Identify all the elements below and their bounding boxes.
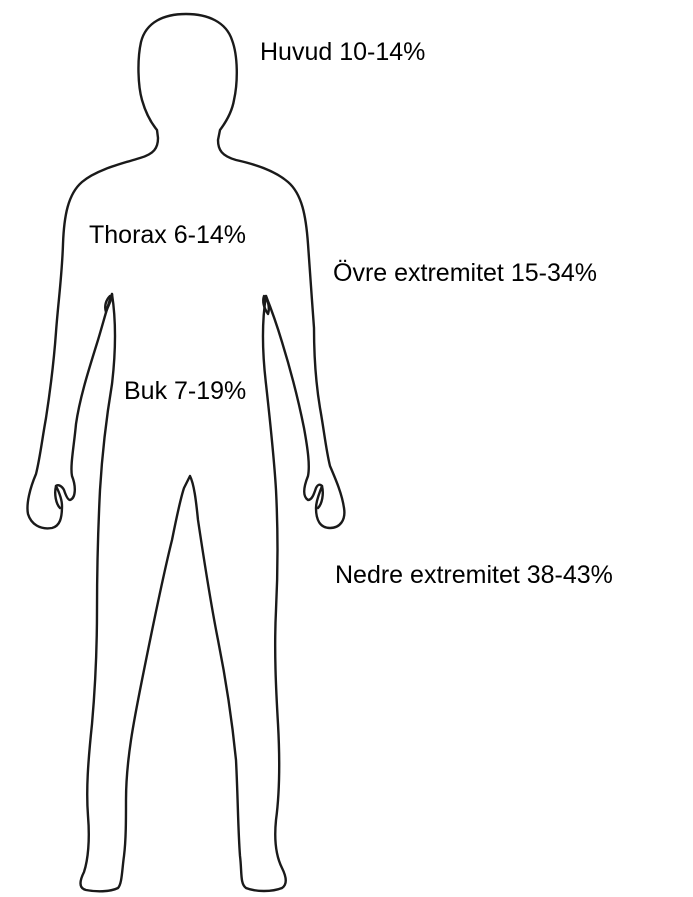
lower-extremity-region-label: Nedre extremitet 38-43% — [335, 560, 613, 590]
thorax-region-label: Thorax 6-14% — [89, 220, 246, 250]
left-armpit-contour — [105, 294, 112, 312]
upper-extremity-region-label: Övre extremitet 15-34% — [333, 258, 597, 288]
head-region-label: Huvud 10-14% — [260, 37, 425, 67]
abdomen-region-label: Buk 7-19% — [124, 376, 246, 406]
body-silhouette-path — [27, 14, 344, 891]
